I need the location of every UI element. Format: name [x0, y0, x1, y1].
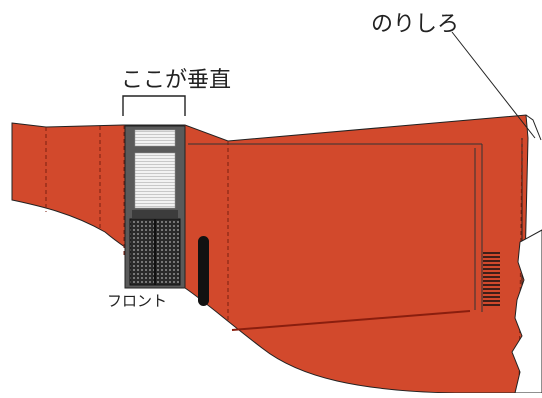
glue-flap-label: のりしろ	[371, 12, 460, 37]
window-glass-lower	[134, 152, 176, 209]
vertical-here-label: ここが垂直	[121, 68, 232, 93]
door-sill-line	[231, 310, 471, 331]
window-glass-upper	[134, 129, 176, 147]
car-body-panel	[11, 114, 529, 394]
leader-line	[451, 31, 536, 139]
bracket-icon	[122, 95, 186, 116]
panel-lines	[188, 143, 483, 312]
handle-slot	[198, 236, 209, 306]
window-mid-band	[132, 210, 178, 218]
front-label: フロント	[107, 292, 168, 310]
vent-icon	[483, 252, 500, 306]
